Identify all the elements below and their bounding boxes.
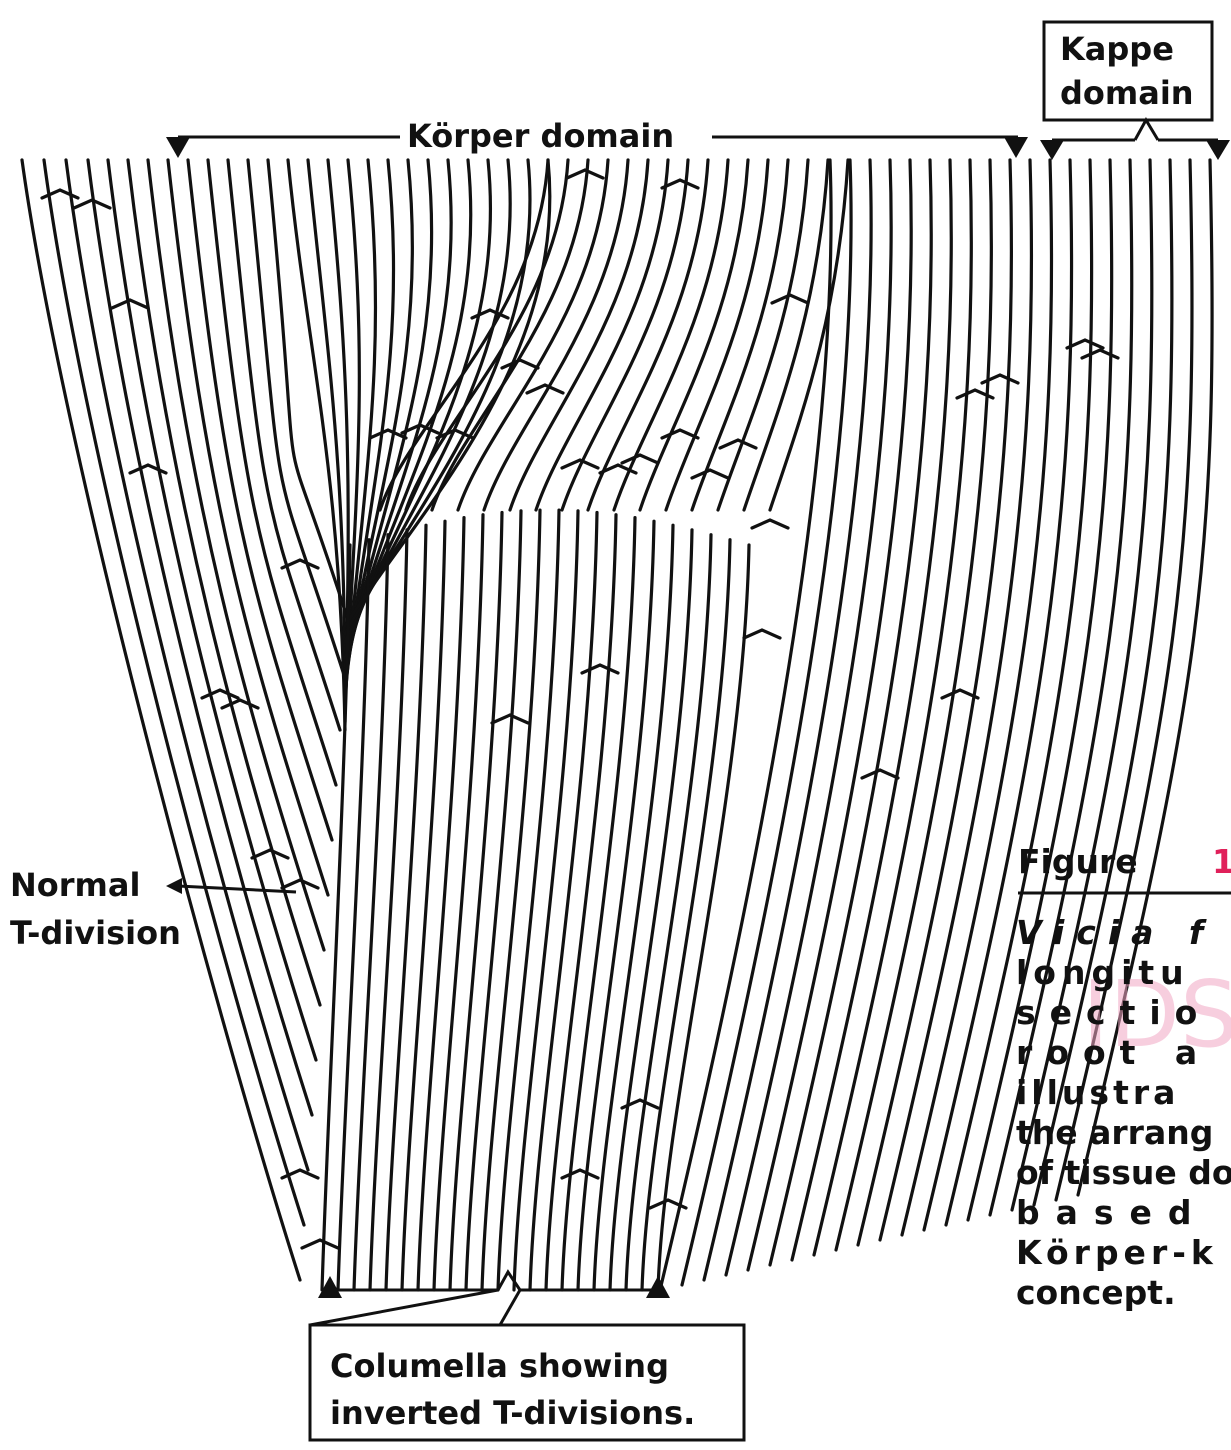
cell-wall (582, 665, 618, 673)
columella-right-marker (646, 1276, 670, 1298)
korper-domain-bracket: Körper domain (166, 117, 1028, 158)
cell-file-left (228, 160, 340, 730)
caption-line-9: Körper-k (1016, 1233, 1218, 1272)
cell-wall (130, 465, 166, 473)
cell-wall (252, 850, 288, 858)
caption-line-3: sectio (1016, 993, 1211, 1032)
cell-file-columella (322, 545, 350, 1290)
cell-file-columella (450, 512, 502, 1290)
cell-file-columella (594, 525, 673, 1290)
cell-wall (222, 700, 258, 708)
korper-right-marker (1004, 137, 1028, 158)
cell-file-left-fan (308, 160, 345, 722)
cell-file-right (836, 160, 991, 1250)
korper-domain-label: Körper domain (407, 117, 674, 155)
figure-caption: IDS Figure 1 Vicia f longitu sectio root… (1016, 842, 1231, 1312)
caption-line-6: the arrang (1016, 1113, 1213, 1152)
cell-wall (744, 630, 780, 638)
cell-wall (282, 560, 318, 568)
cell-wall (502, 360, 538, 368)
normal-t-division-callout: Normal T-division (10, 866, 296, 952)
caption-line-2: longitu (1016, 953, 1190, 992)
normal-arrowhead (166, 878, 182, 894)
caption-line-1: Vicia f (1016, 913, 1215, 952)
cell-wall (720, 440, 756, 448)
cell-wall (622, 455, 658, 463)
cell-file-left (168, 160, 328, 895)
cell-wall (562, 1170, 598, 1178)
caption-line-5: illustra (1016, 1073, 1179, 1112)
kappe-label-line1: Kappe (1060, 30, 1174, 68)
normal-label-line1: Normal (10, 866, 140, 904)
cell-wall (1067, 340, 1103, 348)
cell-wall (862, 770, 898, 778)
caption-line-7: of tissue do (1016, 1153, 1231, 1192)
cell-wall (282, 880, 318, 888)
kappe-left-marker (1040, 140, 1064, 160)
cell-wall (942, 690, 978, 698)
cell-file-center (692, 160, 788, 510)
cell-file-center (640, 160, 748, 510)
columella-label-line1: Columella showing (330, 1347, 669, 1385)
figure-word: Figure (1018, 842, 1138, 881)
cell-wall (692, 470, 728, 478)
cell-wall (202, 690, 238, 698)
cell-file-right (858, 160, 1011, 1245)
caption-line-4: root a (1016, 1033, 1211, 1072)
cell-file-columella (546, 515, 616, 1290)
kappe-right-marker (1206, 140, 1230, 160)
figure-number: 1 (1212, 842, 1231, 881)
columella-label-line2: inverted T-divisions. (330, 1394, 695, 1432)
cell-file-columella (466, 511, 521, 1290)
cell-wall (1082, 350, 1118, 358)
cell-wall (370, 430, 406, 438)
cell-wall (772, 295, 808, 303)
cell-wall (752, 520, 788, 528)
caption-line-8: based (1016, 1193, 1208, 1232)
kappe-label-line2: domain (1060, 74, 1194, 112)
cell-wall (302, 1240, 338, 1248)
caption-line-10: concept. (1016, 1273, 1176, 1312)
cell-file-columella (370, 530, 407, 1290)
korper-left-marker (166, 137, 190, 158)
cell-wall (74, 200, 110, 208)
normal-label-line2: T-division (10, 914, 181, 952)
kappe-domain-bracket: Kappe domain (1040, 22, 1230, 160)
columella-bracket: Columella showing inverted T-divisions. (310, 1272, 744, 1440)
cell-file-right (880, 160, 1031, 1240)
cell-file-columella (354, 535, 388, 1290)
cell-file-left (148, 160, 324, 950)
cell-wall (662, 430, 698, 438)
